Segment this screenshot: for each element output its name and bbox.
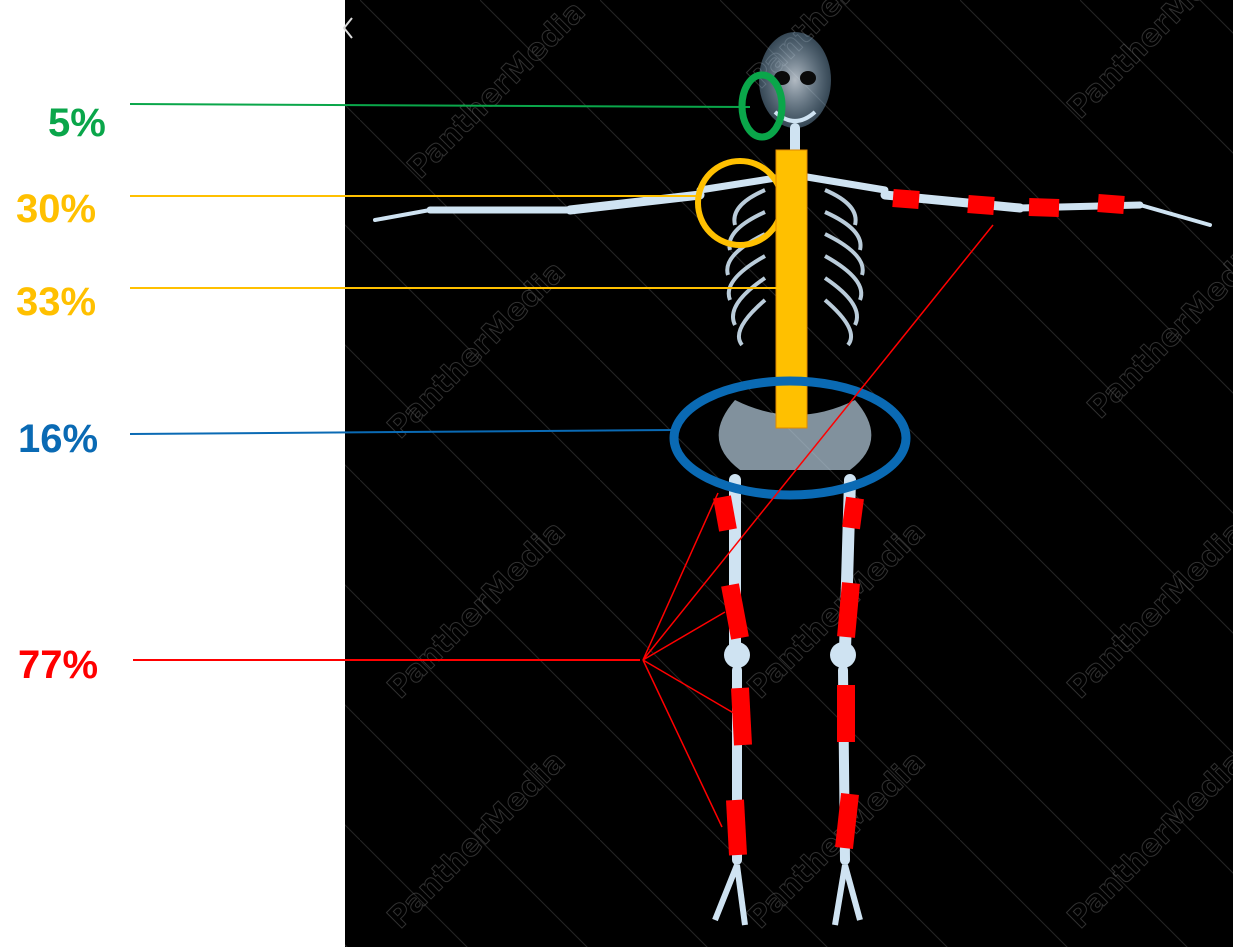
label-skull-percent: 5% — [48, 101, 106, 145]
xray-photo: PantherMedia PantherMedia PantherMedia P… — [344, 0, 1233, 947]
spine-marker — [776, 150, 807, 428]
label-shoulder-percent: 30% — [16, 187, 96, 231]
label-pelvis-percent: 16% — [18, 417, 98, 461]
label-spine-percent: 33% — [16, 280, 96, 324]
label-limbs-percent: 77% — [18, 643, 98, 687]
